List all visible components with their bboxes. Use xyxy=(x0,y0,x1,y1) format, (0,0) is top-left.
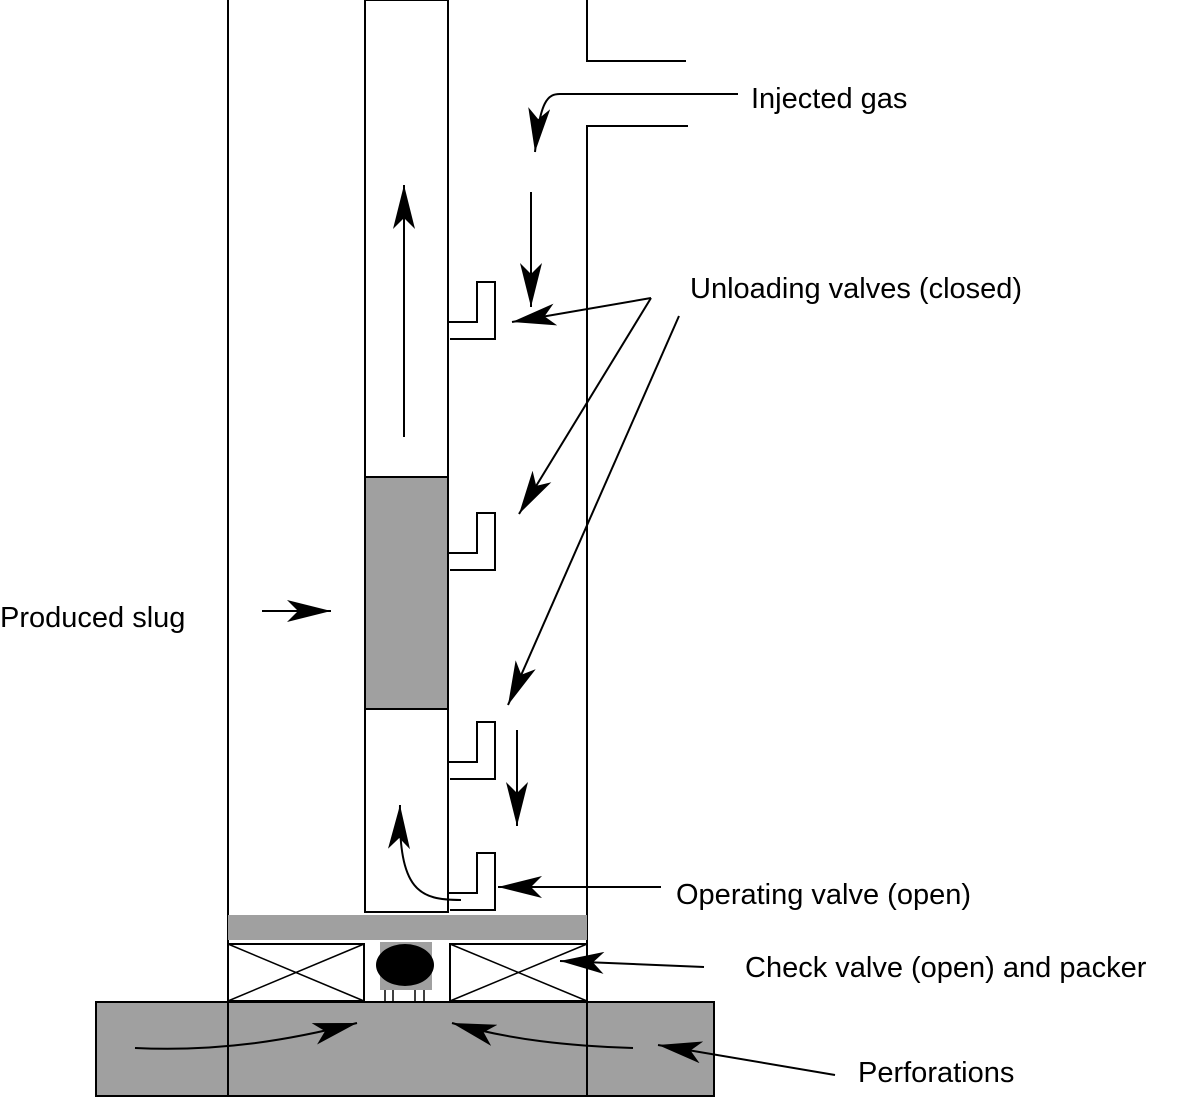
perforations-label: Perforations xyxy=(858,1057,1014,1089)
perforation-inflow-arrow-left xyxy=(134,1022,358,1050)
operating-valve-inflow-arrow xyxy=(388,804,462,901)
perforation-inflow-arrow-right xyxy=(451,1022,634,1049)
produced-slug-label: Produced slug xyxy=(0,602,185,634)
operating-valve-label: Operating valve (open) xyxy=(676,879,971,911)
unloading-pointer-3 xyxy=(507,315,680,706)
packer-right xyxy=(449,943,588,1002)
unloading-valve-3 xyxy=(448,721,496,780)
check-valve-pointer xyxy=(559,951,705,974)
unloading-valves-label: Unloading valves (closed) xyxy=(690,273,1022,305)
casing-right-wall-lower xyxy=(586,125,688,1002)
packer-top-bar xyxy=(228,915,587,940)
unloading-pointer-1 xyxy=(511,297,652,326)
injected-gas-entry-arrow xyxy=(528,93,738,153)
operating-valve xyxy=(448,852,496,911)
perforations-pointer xyxy=(657,1041,836,1076)
injected-gas-label: Injected gas xyxy=(751,83,907,115)
check-valve xyxy=(376,942,434,1001)
unloading-valve-1 xyxy=(448,281,496,340)
packer-left xyxy=(227,943,365,1002)
tubing xyxy=(364,0,449,913)
produced-slug xyxy=(365,477,448,709)
check-valve-label: Check valve (open) and packer xyxy=(745,952,1147,984)
unloading-pointer-2 xyxy=(518,297,652,515)
unloading-valve-2 xyxy=(448,512,496,571)
casing-right-wall-upper xyxy=(586,0,686,62)
